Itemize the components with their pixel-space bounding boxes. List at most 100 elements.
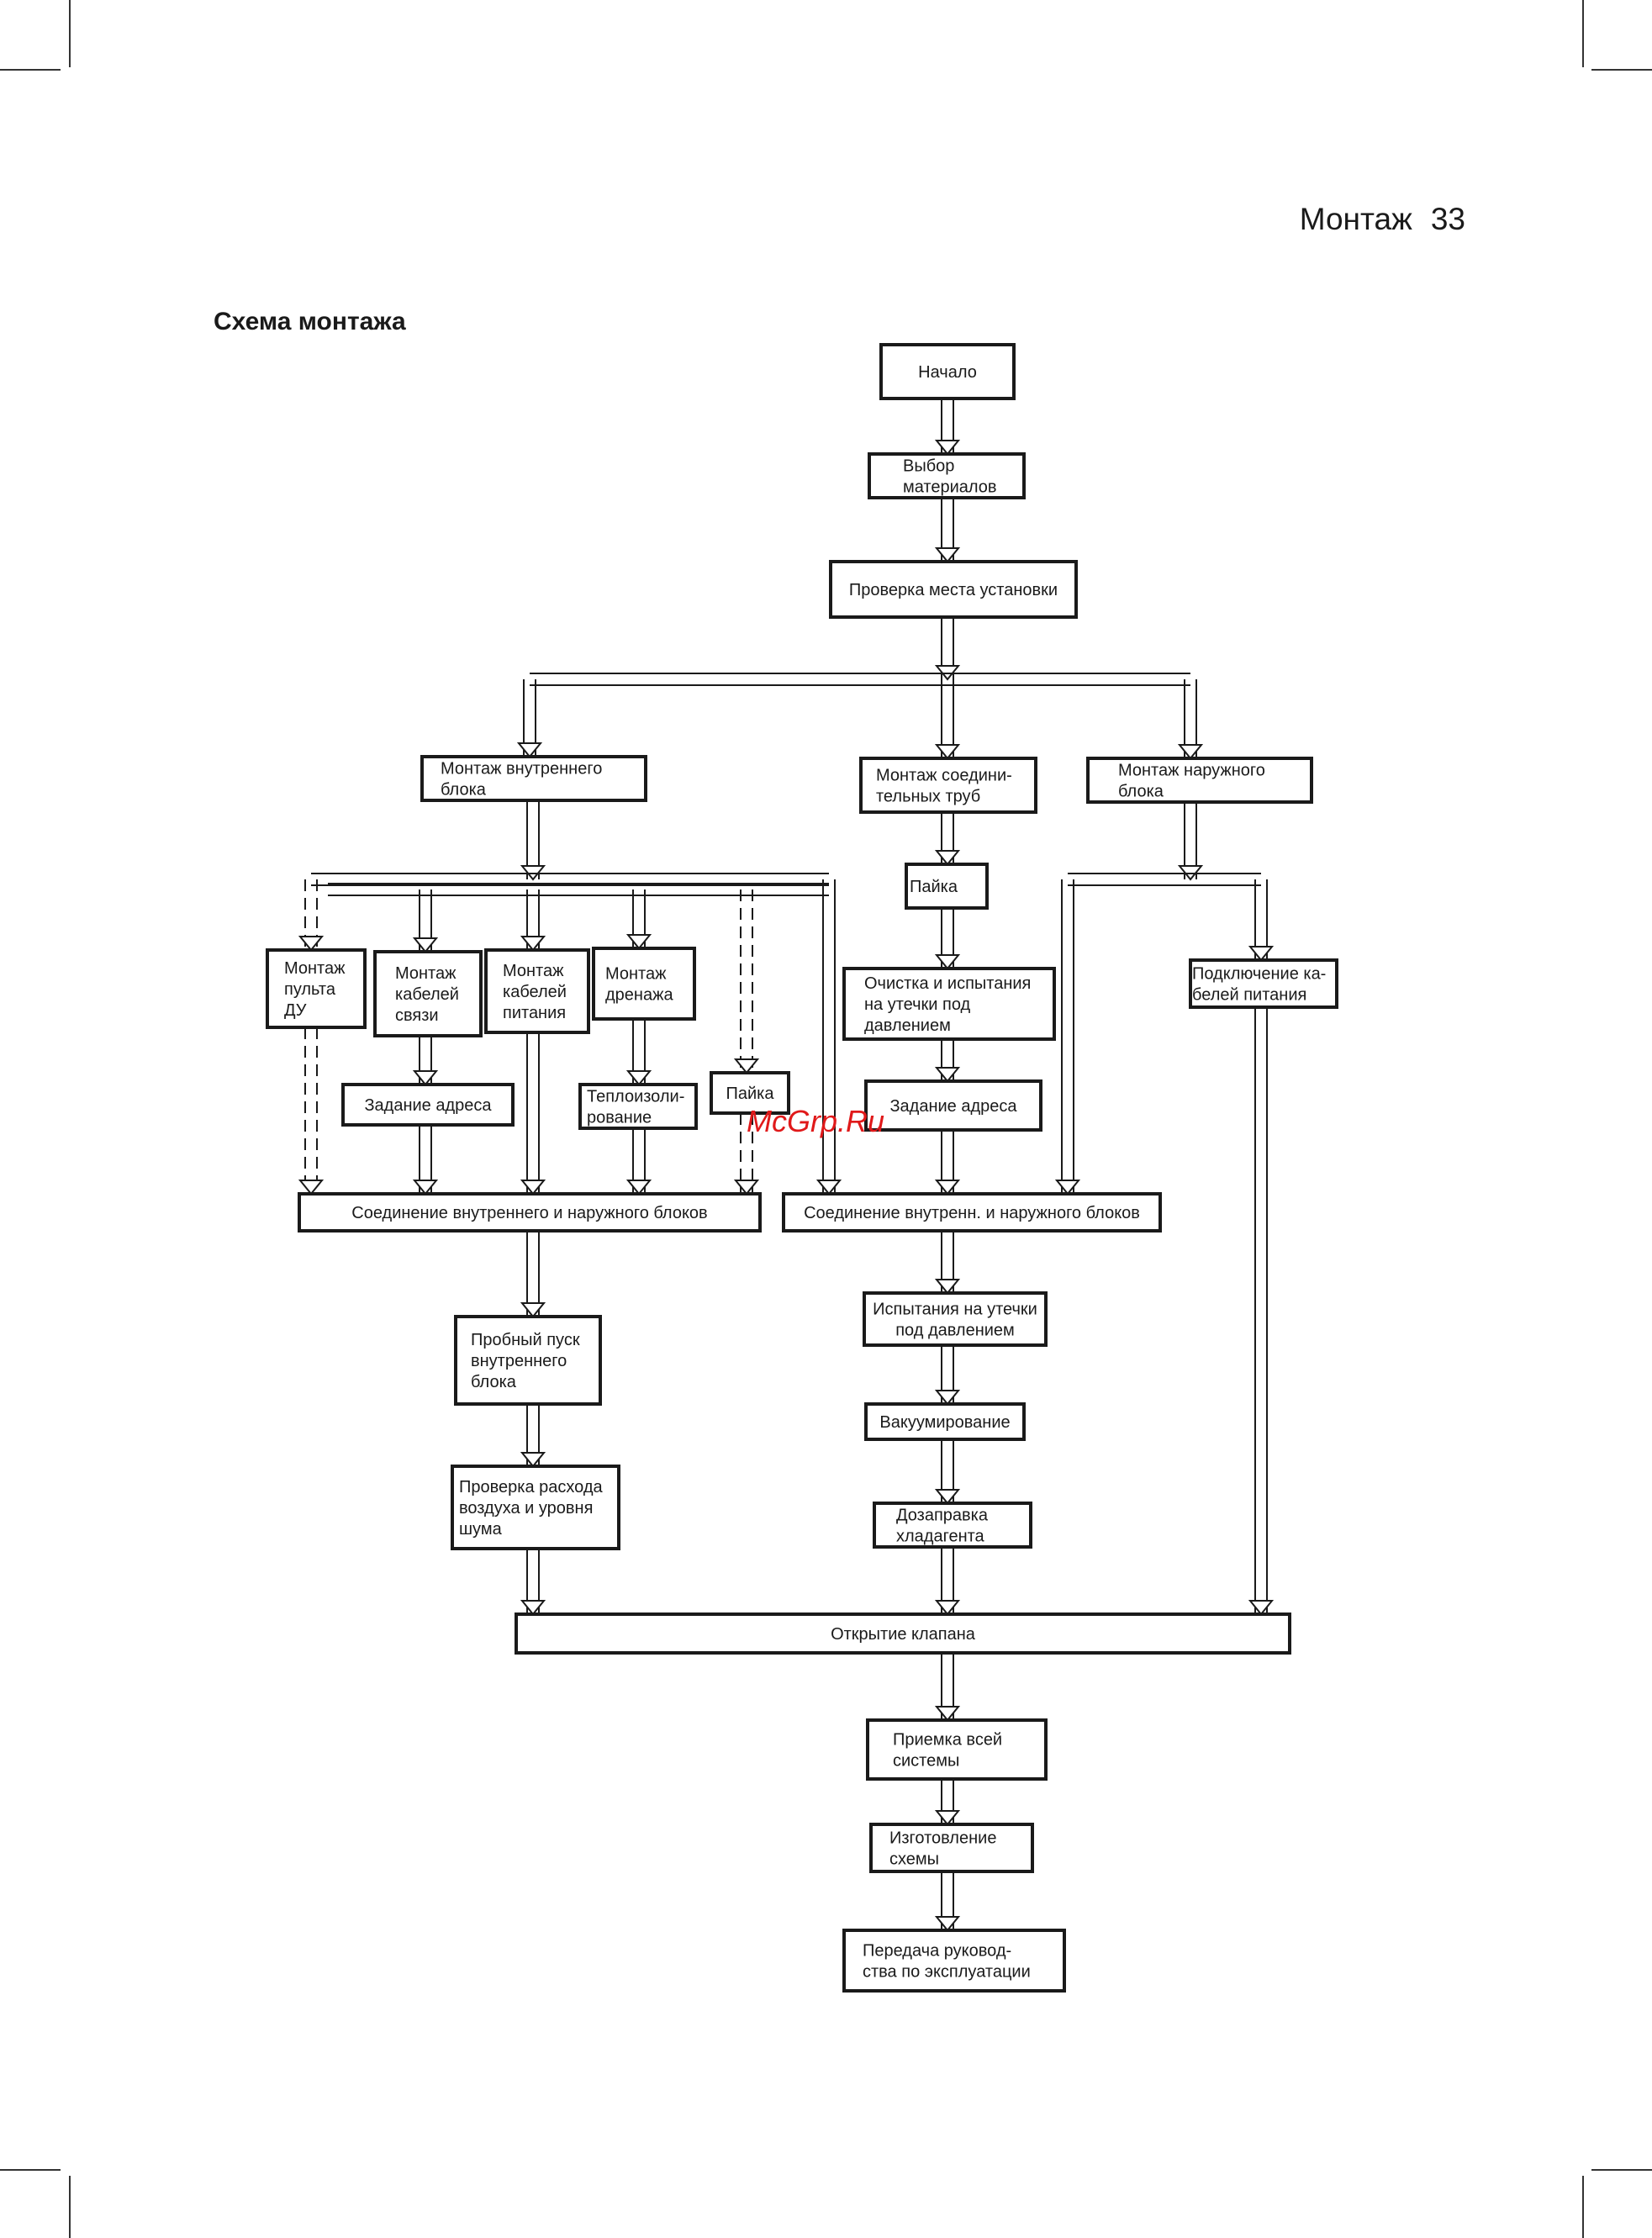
flow-arrow [412,889,439,953]
box-frame [869,1823,1034,1873]
box-frame [592,947,696,1021]
arrow-head [733,1180,760,1196]
flow-arrow [934,1345,961,1406]
arrow-head [298,936,325,952]
box-label: Открытие клапана [831,1625,976,1644]
box-frame [578,1083,698,1130]
box-materials: Выбор материалов [868,452,1026,499]
flow-arrow [815,879,842,1196]
box-label: Дозаправка [896,1507,989,1525]
arrow-head [934,1600,961,1616]
box-label: Пробный пуск [471,1331,580,1349]
box-solder-mid: Пайка [905,863,989,910]
box-label: Выбор [903,457,954,476]
box-frame [864,1402,1026,1441]
box-label: хладагента [896,1528,985,1546]
arrow-head [298,1180,325,1196]
box-label: Проверка места установки [849,581,1058,599]
box-frame [905,863,989,910]
box-frame [859,757,1037,814]
box-label: белей питания [1192,986,1306,1005]
box-label: Монтаж внутреннего [441,760,602,779]
box-refrigerant: Дозаправка хладагента [873,1502,1032,1549]
flow-arrow [934,1231,961,1295]
box-label: кабелей [395,985,459,1004]
arrow-head [1248,1600,1275,1616]
box-label: Подключение ка- [1192,965,1326,984]
box-label: системы [893,1752,959,1771]
box-frame [484,948,590,1034]
flow-branch [530,673,1190,686]
arrow-head [934,954,961,970]
box-frame [1086,757,1313,804]
box-label: Монтаж наружного [1118,762,1265,780]
arrow-head [1248,946,1275,962]
box-label: Задание адреса [889,1097,1017,1116]
box-label: Пайка [910,878,958,896]
box-insulation: Теплоизоли-рование [578,1083,698,1130]
box-label: Вакуумирование [879,1413,1010,1432]
flow-arrow [934,812,961,866]
arrow-head [934,1810,961,1826]
flow-arrow [520,889,546,952]
box-label: Соединение внутреннего и наружного блоко… [351,1204,707,1222]
flow-arrow [520,1032,546,1196]
arrow-head [625,1070,652,1086]
box-label: ДУ [284,1001,307,1020]
page-number: 33 [1430,202,1465,236]
arrow-head [520,1600,546,1616]
flow-arrow [733,889,760,1074]
box-frame [1189,958,1338,1009]
box-label: кабелей [503,983,567,1001]
crop-mark [1591,69,1652,71]
box-label: материалов [903,478,997,497]
flow-branch [1068,873,1261,886]
box-label: воздуха и уровня [459,1499,593,1518]
box-label: на утечки под [864,995,971,1014]
flow-arrow [520,1231,546,1318]
crop-mark [1582,2176,1584,2238]
flow-arrow [934,1130,961,1196]
box-frame [842,967,1056,1041]
box-frame [873,1502,1032,1549]
box-label: шума [459,1520,503,1539]
box-handover: Передача руковод-ства по эксплуатации [842,1929,1066,1993]
box-label: Изготовление [889,1829,996,1848]
box-frame [451,1465,620,1550]
arrow-head [733,1058,760,1074]
box-frame [829,560,1078,619]
box-label: связи [395,1006,439,1025]
flow-arrow [934,1547,961,1616]
flow-branch [757,883,829,896]
box-label: Передача руковод- [863,1942,1011,1961]
flow-arrow [1248,1007,1275,1616]
page-title: Схема монтажа [214,308,406,335]
crop-mark [69,2176,71,2238]
arrow-head [520,1180,546,1196]
flow-arrow [625,889,652,950]
box-site-check: Проверка места установки [829,560,1078,619]
arrow-head [815,1180,842,1196]
flow-arrow [934,679,961,760]
box-label: Соединение внутренн. и наружного блоков [804,1204,1140,1222]
box-frame [266,948,367,1029]
arrow-head [516,742,543,758]
box-label: пульта [284,980,336,999]
arrow-head [934,1706,961,1722]
arrow-head [934,1279,961,1295]
box-frame [420,755,647,802]
box-pipes-install: Монтаж соедини-тельных труб [859,757,1037,814]
box-frame [842,1929,1066,1993]
flow-arrow [1177,679,1204,760]
box-start: Начало [879,343,1016,400]
arrow-head [520,1452,546,1468]
